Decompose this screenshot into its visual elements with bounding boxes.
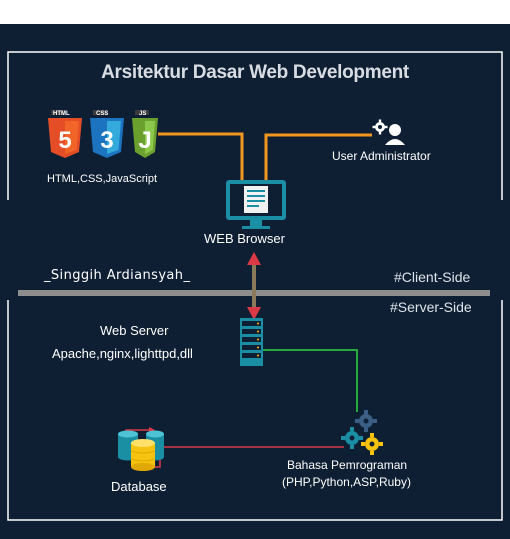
admin-browser-connector bbox=[264, 133, 372, 180]
users-gear-icon bbox=[372, 119, 405, 145]
js-badge-label: JS bbox=[139, 111, 146, 117]
client-panel-border bbox=[7, 51, 503, 200]
browser-label: WEB Browser bbox=[204, 231, 285, 246]
server-side-label: #Server-Side bbox=[390, 299, 472, 315]
server-rack-icon bbox=[240, 318, 263, 366]
web-server-list: Apache,nginx,lighttpd,dll bbox=[52, 346, 193, 361]
client-side-label: #Client-Side bbox=[394, 269, 471, 285]
web-server-title: Web Server bbox=[100, 323, 169, 338]
js-icon bbox=[132, 110, 158, 158]
html5-icon bbox=[48, 110, 82, 158]
diagram-title: Arsitektur Dasar Web Development bbox=[101, 62, 409, 83]
server-panel-border bbox=[7, 300, 503, 521]
client-tech-caption: HTML,CSS,JavaScript bbox=[47, 173, 158, 185]
language-title: Bahasa Pemrograman bbox=[287, 458, 408, 472]
author-credit: _Singgih Ardiansyah_ bbox=[44, 268, 191, 283]
tech-browser-connector bbox=[158, 132, 244, 180]
database-icon bbox=[118, 427, 164, 471]
language-list: (PHP,Python,ASP,Ruby) bbox=[282, 475, 411, 489]
css3-badge-label: CSS bbox=[96, 111, 108, 117]
html5-digit: 5 bbox=[58, 127, 71, 154]
html5-badge-label: HTML bbox=[53, 111, 70, 117]
gears-icon bbox=[341, 410, 383, 455]
database-label: Database bbox=[111, 479, 167, 494]
double-arrow-icon bbox=[247, 252, 261, 320]
monitor-icon bbox=[226, 180, 286, 229]
js-digit: J bbox=[138, 127, 151, 154]
admin-label: User Administrator bbox=[332, 149, 431, 163]
css3-icon bbox=[90, 110, 124, 158]
css3-digit: 3 bbox=[100, 127, 113, 154]
server-language-connector bbox=[263, 349, 358, 412]
